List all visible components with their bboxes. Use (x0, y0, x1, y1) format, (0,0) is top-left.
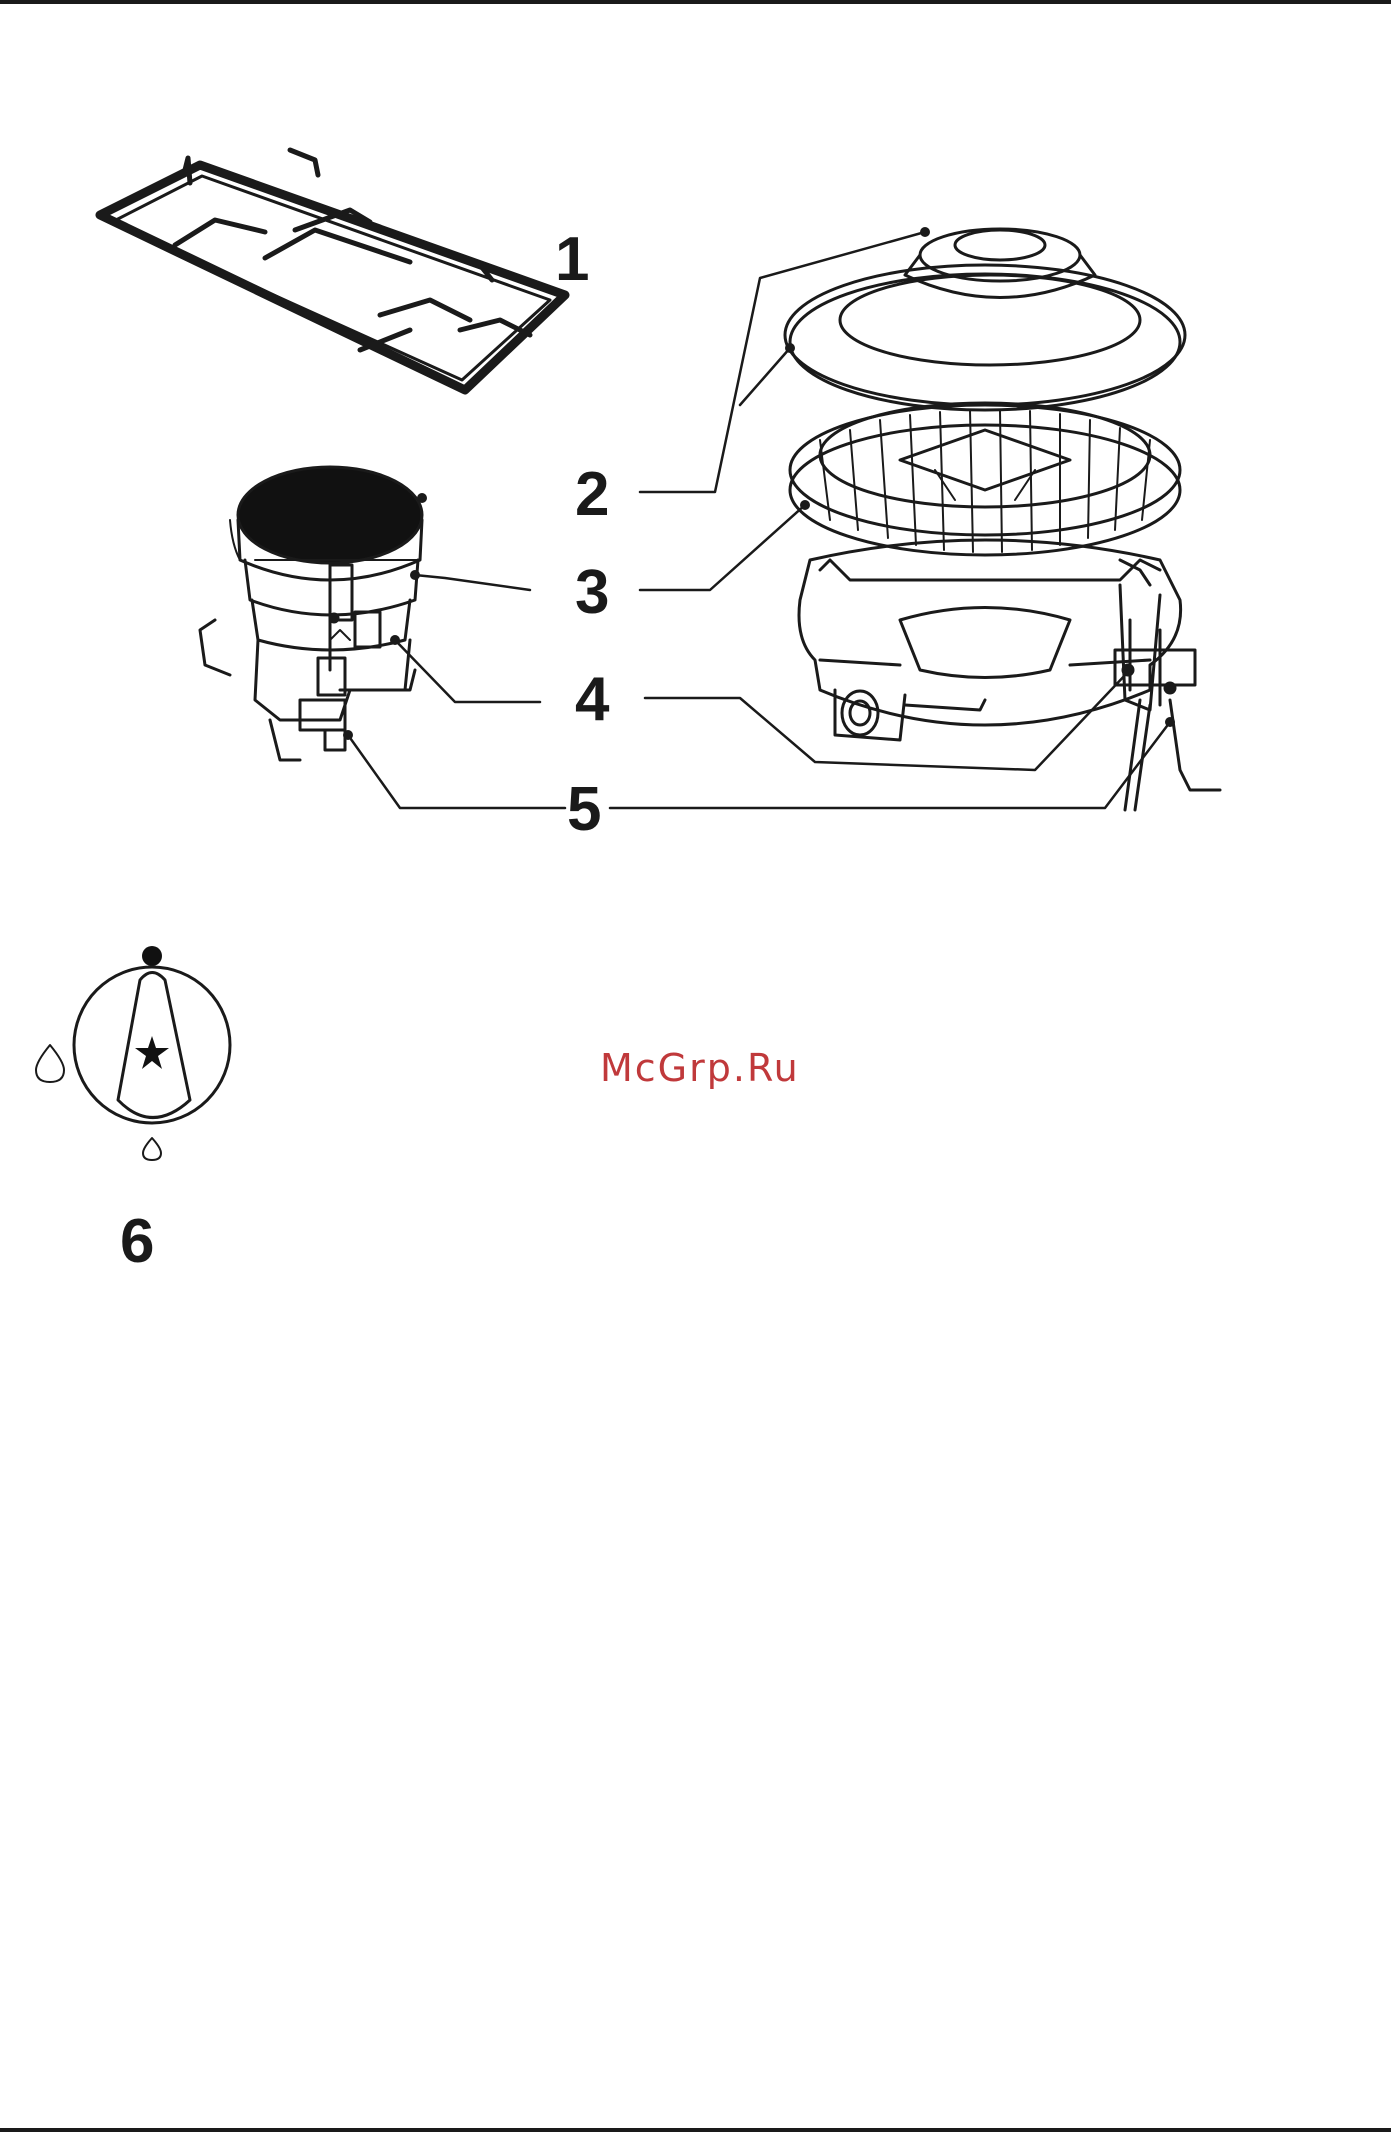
bottom-rule (0, 2128, 1391, 2132)
ignition-star-icon (135, 1036, 169, 1069)
callout-4: 4 (575, 665, 610, 734)
small-flame-icon (143, 1138, 161, 1160)
callout-6: 6 (120, 1207, 154, 1276)
watermark: McGrp.Ru (600, 1046, 800, 1090)
callout-1: 1 (555, 225, 589, 294)
callout-5: 5 (567, 775, 601, 844)
control-knob (36, 946, 230, 1160)
large-burner-assembly (785, 229, 1220, 810)
off-dot (142, 946, 162, 966)
pan-support-grid (100, 150, 565, 390)
small-burner-assembly (200, 467, 422, 760)
large-flame-icon (36, 1045, 64, 1082)
callout-2: 2 (575, 460, 609, 529)
callout-3: 3 (575, 558, 609, 627)
